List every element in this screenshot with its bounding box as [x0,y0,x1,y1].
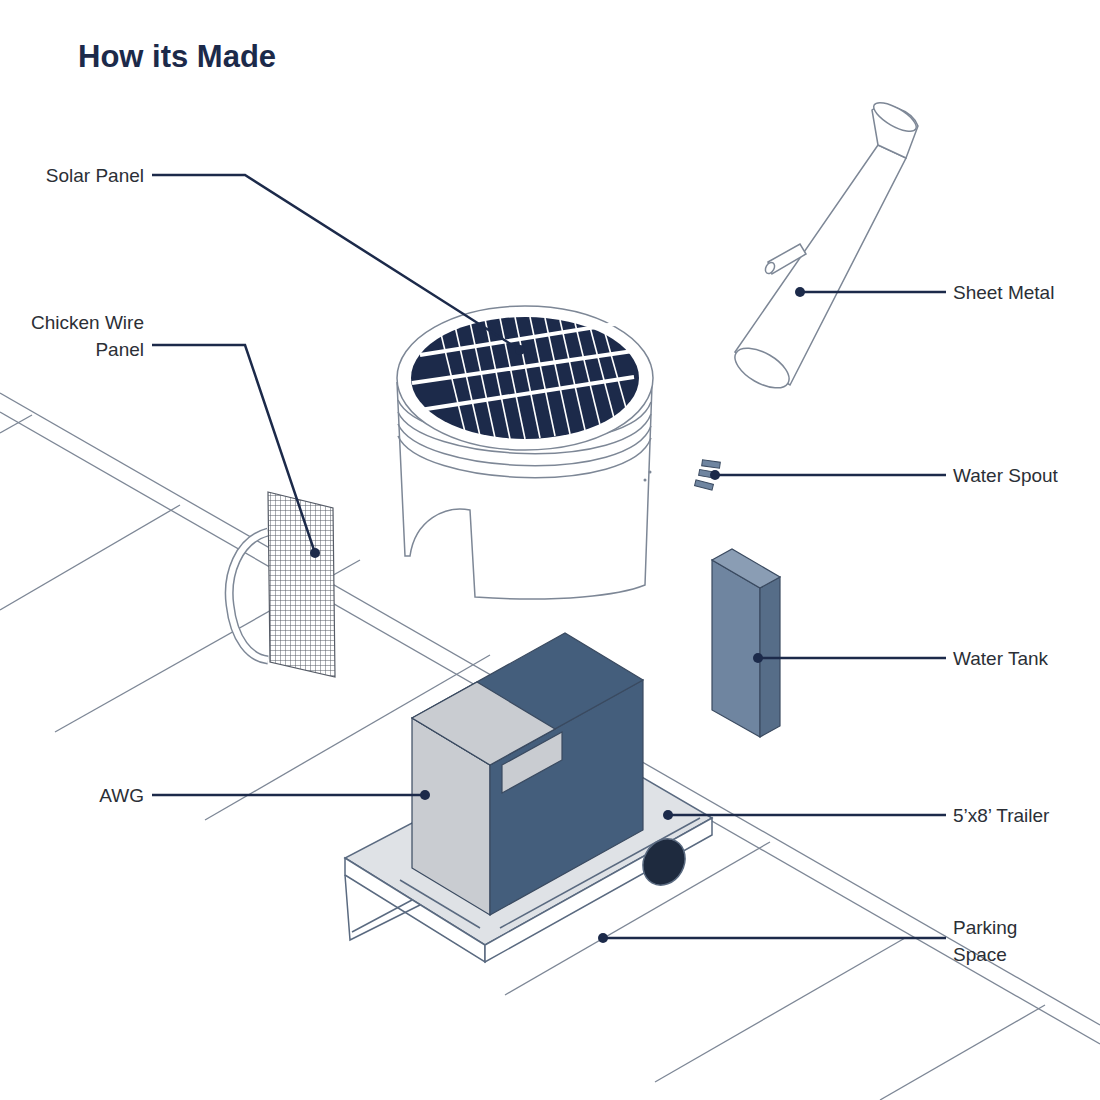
awg-box [412,633,643,915]
water-spout [695,460,721,490]
part-label: Water Spout [953,462,1093,489]
part-label: Parking Space [953,914,1043,968]
part-label: Solar Panel [0,162,144,189]
part-label: AWG [24,782,144,809]
part-label: 5’x8’ Trailer [953,802,1093,829]
diagram-title: How its Made [78,38,276,76]
part-label: Sheet Metal [953,279,1093,306]
part-label: Chicken Wire Panel [9,309,144,363]
leader-lines [152,175,946,938]
solar-housing [397,306,653,599]
leader-dots [310,287,805,943]
part-label: Water Tank [953,645,1093,672]
water-tank [712,549,780,737]
sheet-metal [729,97,921,396]
chicken-wire-panel [229,492,335,677]
